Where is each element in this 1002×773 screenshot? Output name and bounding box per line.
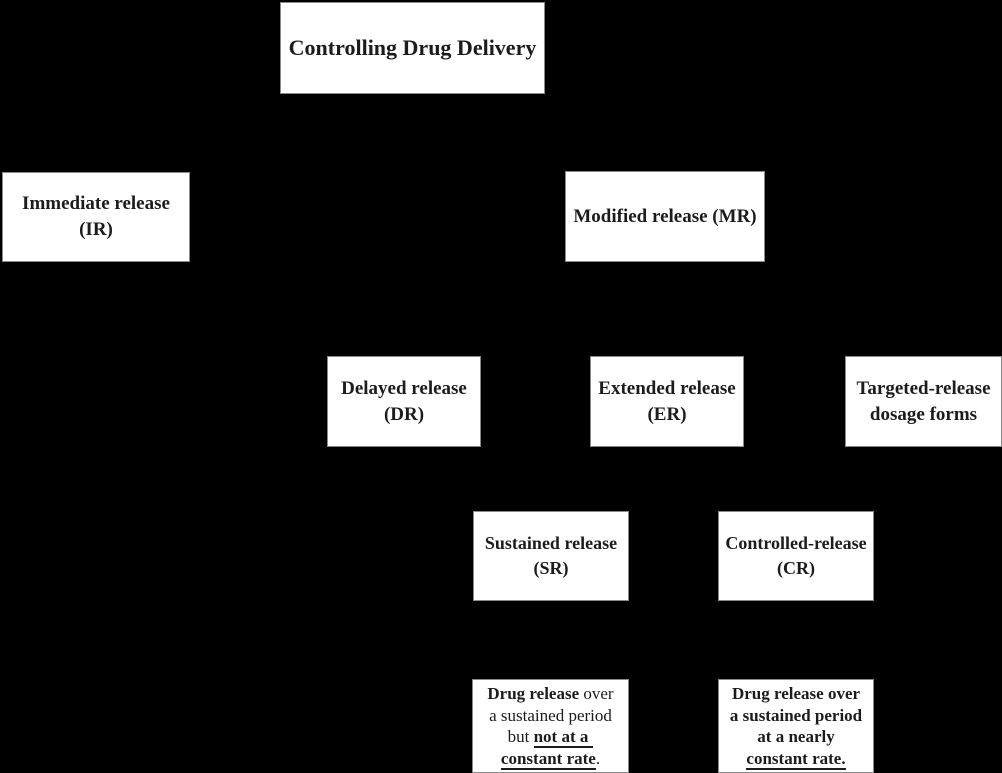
node-label: Controlling Drug Delivery [288, 35, 537, 60]
node-label-line1: Extended release [598, 377, 736, 399]
note-line2: a sustained period [729, 705, 863, 725]
node-label-line2: (ER) [647, 403, 687, 425]
note-line3-underlined: not at a [533, 727, 594, 748]
node-immediate-release: Immediate release (IR) [2, 172, 190, 262]
note-controlled-release-description: Drug release over a sustained period at … [718, 679, 874, 773]
node-label-line2: (CR) [777, 558, 815, 578]
note-line2: a sustained period [489, 705, 612, 725]
note-line3: at a nearly [757, 727, 835, 746]
node-extended-release: Extended release (ER) [590, 356, 744, 447]
note-line1: Drug release over [473, 683, 628, 705]
node-targeted-release: Targeted-release dosage forms [845, 356, 1002, 447]
note-line1-bold: Drug release [487, 684, 580, 703]
node-label-line2: dosage forms [869, 403, 978, 425]
node-label-line1: Delayed release [341, 377, 467, 399]
node-controlling-drug-delivery: Controlling Drug Delivery [280, 2, 545, 94]
note-line4-underlined: constant rate [500, 748, 596, 770]
note-sustained-release-description: Drug release over a sustained period but… [472, 679, 629, 773]
note-line4: constant rate. [473, 748, 628, 770]
node-delayed-release: Delayed release (DR) [327, 356, 481, 447]
node-controlled-release: Controlled-release (CR) [718, 511, 874, 601]
node-label-line1: Immediate release [22, 193, 170, 214]
node-label-line2: (DR) [383, 403, 425, 425]
note-line1: Drug release over [731, 684, 861, 703]
node-label-line2: (IR) [79, 219, 113, 240]
node-label-line1: Controlled-release [725, 533, 867, 553]
note-line4-period: . [595, 748, 601, 768]
note-line4-underlined: constant rate. [746, 748, 846, 770]
node-label-line1: Targeted-release [856, 377, 991, 399]
note-line3: but not at a [473, 726, 628, 748]
node-sustained-release: Sustained release (SR) [473, 511, 629, 601]
node-modified-release: Modified release (MR) [565, 171, 765, 262]
note-line1-regular: over [579, 684, 614, 703]
node-label: Modified release (MR) [573, 205, 757, 227]
node-label-line2: (SR) [533, 558, 569, 578]
node-label-line1: Sustained release [484, 533, 618, 553]
note-line3-regular: but [507, 727, 534, 746]
note-line4: constant rate. [719, 748, 873, 770]
